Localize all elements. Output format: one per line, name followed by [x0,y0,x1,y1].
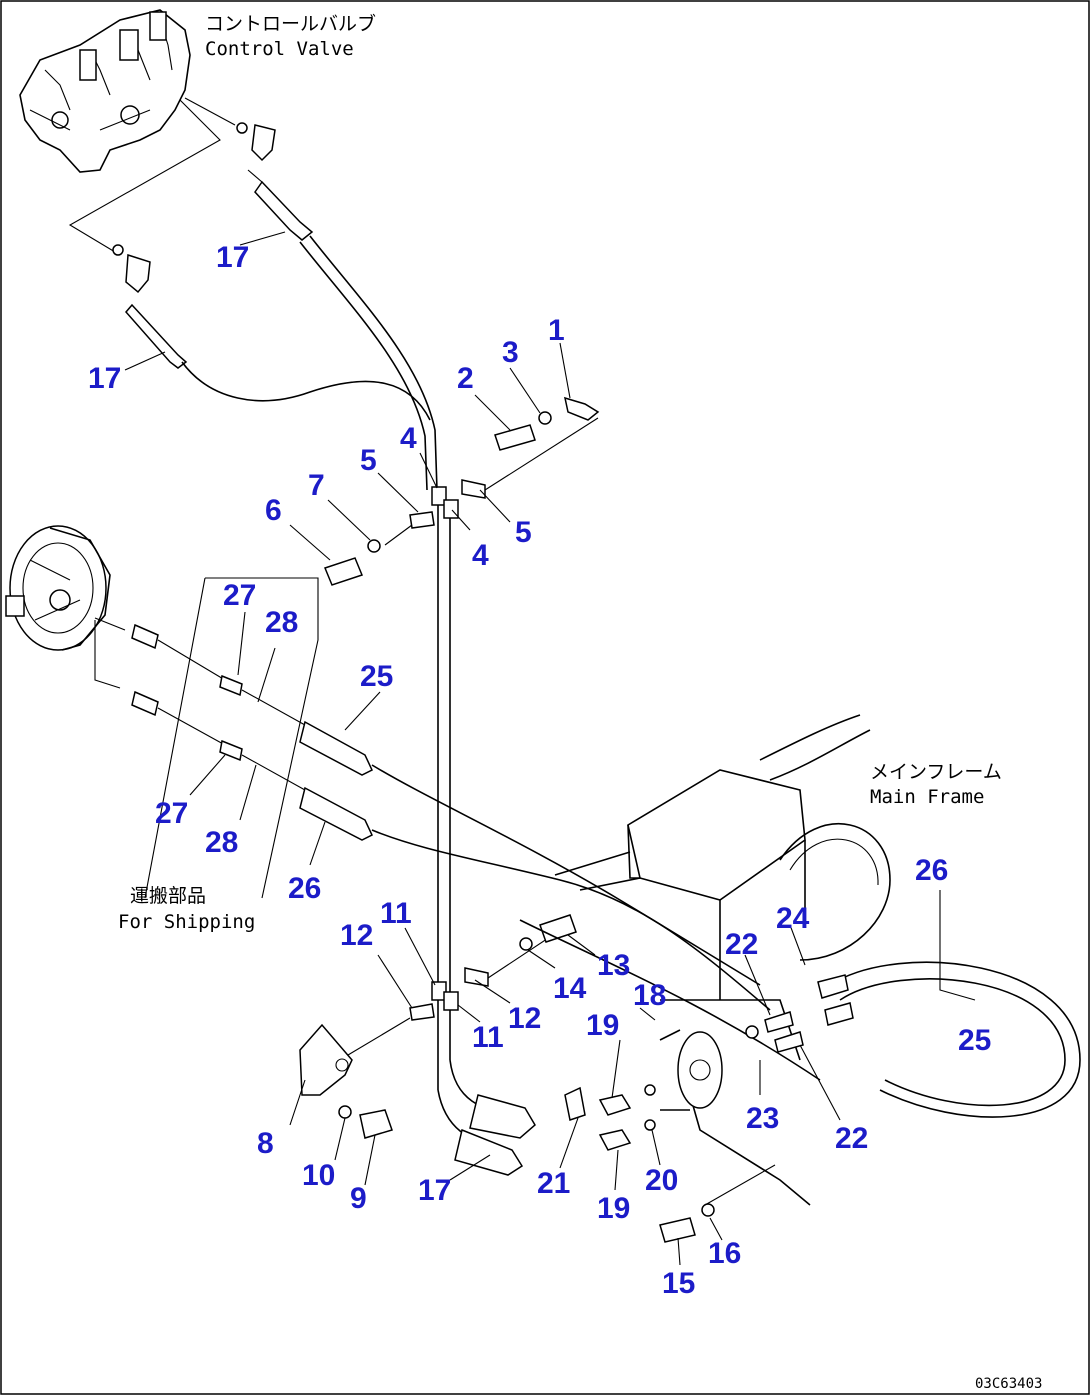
control-valve-drawing [19,9,191,173]
callout-c2: 2 [457,362,474,395]
callout-c17a: 17 [216,241,249,274]
callout-c11b: 11 [472,1021,504,1054]
callout-numbers: 1234455678910111112121314151617171718191… [88,241,991,1300]
travel-motor-drawing [5,525,111,651]
callout-c3: 3 [502,336,519,369]
control-valve-en-label: Control Valve [205,38,354,60]
callout-c21: 21 [537,1167,570,1200]
callout-c28b: 28 [205,826,238,859]
shipping-jp-label: 運搬部品 [130,885,206,907]
bolt-assembly-upper [494,396,600,451]
control-valve-jp-label: コントロールバルブ [205,12,376,35]
bolt-assembly-6 [324,539,381,586]
callout-c25a: 25 [360,660,393,693]
callout-c17c: 17 [418,1174,451,1207]
callout-c14: 14 [553,972,587,1005]
callout-c26b: 26 [915,854,948,887]
shipping-en-label: For Shipping [118,911,255,933]
callout-c27a: 27 [223,579,256,612]
callout-c5b: 5 [515,516,532,549]
callout-c19a: 19 [586,1009,619,1042]
bracket-assembly [299,1023,393,1139]
text-notes: コントロールバルブ Control Valve メインフレーム Main Fra… [118,12,1042,1392]
upper-clamp-group [384,417,599,546]
callout-c24: 24 [776,902,810,935]
callout-c20: 20 [645,1164,678,1197]
callout-c13: 13 [597,949,630,982]
callout-c8: 8 [257,1127,274,1160]
main-frame-en-label: Main Frame [870,786,984,808]
lower-clamp-group [347,914,577,1056]
main-frame-drawing [519,714,1081,1243]
callout-c15: 15 [662,1267,695,1300]
callout-c12b: 12 [508,1002,541,1035]
callout-c17b: 17 [88,362,121,395]
motor-hose-group [94,577,771,1011]
main-frame-jp-label: メインフレーム [870,761,1002,783]
drawing-code: 03C63403 [975,1376,1042,1392]
callout-c27b: 27 [155,797,188,830]
leader-lines [124,231,841,1266]
callout-c22a: 22 [725,928,758,961]
callout-c22b: 22 [835,1122,868,1155]
callout-c26a: 26 [288,872,321,905]
callout-c11a: 11 [380,897,412,930]
callout-c19b: 19 [597,1192,630,1225]
callout-c5a: 5 [360,444,377,477]
callout-c25b: 25 [958,1024,991,1057]
upper-fittings [112,122,314,369]
callout-c16: 16 [708,1237,741,1270]
callout-c6: 6 [265,494,282,527]
callout-c28a: 28 [265,606,298,639]
callout-c18: 18 [633,979,666,1012]
callout-c7: 7 [308,469,325,502]
callout-c1: 1 [548,314,565,347]
callout-c4a: 4 [400,422,417,455]
callout-c12a: 12 [340,919,373,952]
callout-c4b: 4 [472,539,489,572]
callout-c10: 10 [302,1159,335,1192]
callout-c9: 9 [350,1182,367,1215]
callout-c23: 23 [746,1102,779,1135]
